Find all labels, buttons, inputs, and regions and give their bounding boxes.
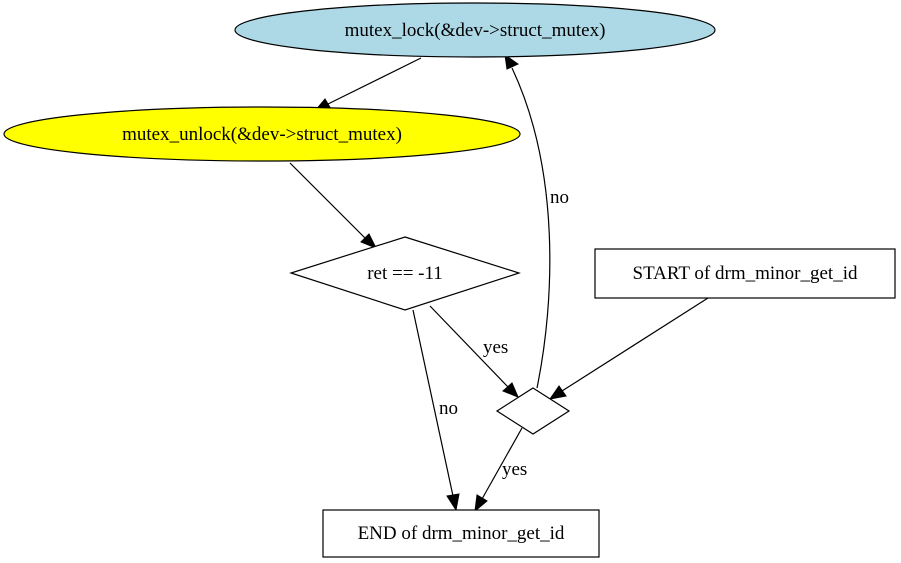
edge-unlock-to-retcheck	[289, 162, 378, 249]
node-mutex-lock: mutex_lock(&dev->struct_mutex)	[234, 2, 716, 58]
edge-label-yes: yes	[502, 459, 527, 480]
node-end: END of drm_minor_get_id	[322, 509, 600, 558]
edge-loop-to-end: yes	[474, 427, 527, 513]
edge-label-no: no	[550, 187, 569, 208]
node-start: START of drm_minor_get_id	[594, 248, 896, 299]
edge-loop-to-lock: no	[504, 53, 569, 389]
diamond-shape	[289, 236, 521, 311]
node-ret-check: ret == -11	[289, 236, 521, 311]
node-loop-decision	[495, 387, 571, 435]
box-shape	[322, 509, 600, 558]
ellipse-shape	[234, 2, 716, 58]
diamond-shape	[495, 387, 571, 435]
edge-retcheck-to-loop: yes	[429, 305, 519, 398]
node-label: mutex_unlock(&dev->struct_mutex)	[122, 124, 402, 145]
node-label: ret == -11	[367, 263, 443, 284]
ellipse-shape	[3, 106, 521, 162]
node-label: START of drm_minor_get_id	[633, 263, 858, 284]
edge-start-to-loop	[548, 297, 709, 400]
node-mutex-unlock: mutex_unlock(&dev->struct_mutex)	[3, 106, 521, 162]
edge-retcheck-to-end: no	[412, 309, 460, 512]
edge-label-yes: yes	[483, 337, 508, 358]
edge-label-no: no	[439, 398, 458, 419]
node-label: mutex_lock(&dev->struct_mutex)	[345, 20, 606, 41]
box-shape	[594, 248, 896, 299]
node-label: END of drm_minor_get_id	[358, 523, 565, 544]
edge-lock-to-unlock	[313, 57, 422, 112]
